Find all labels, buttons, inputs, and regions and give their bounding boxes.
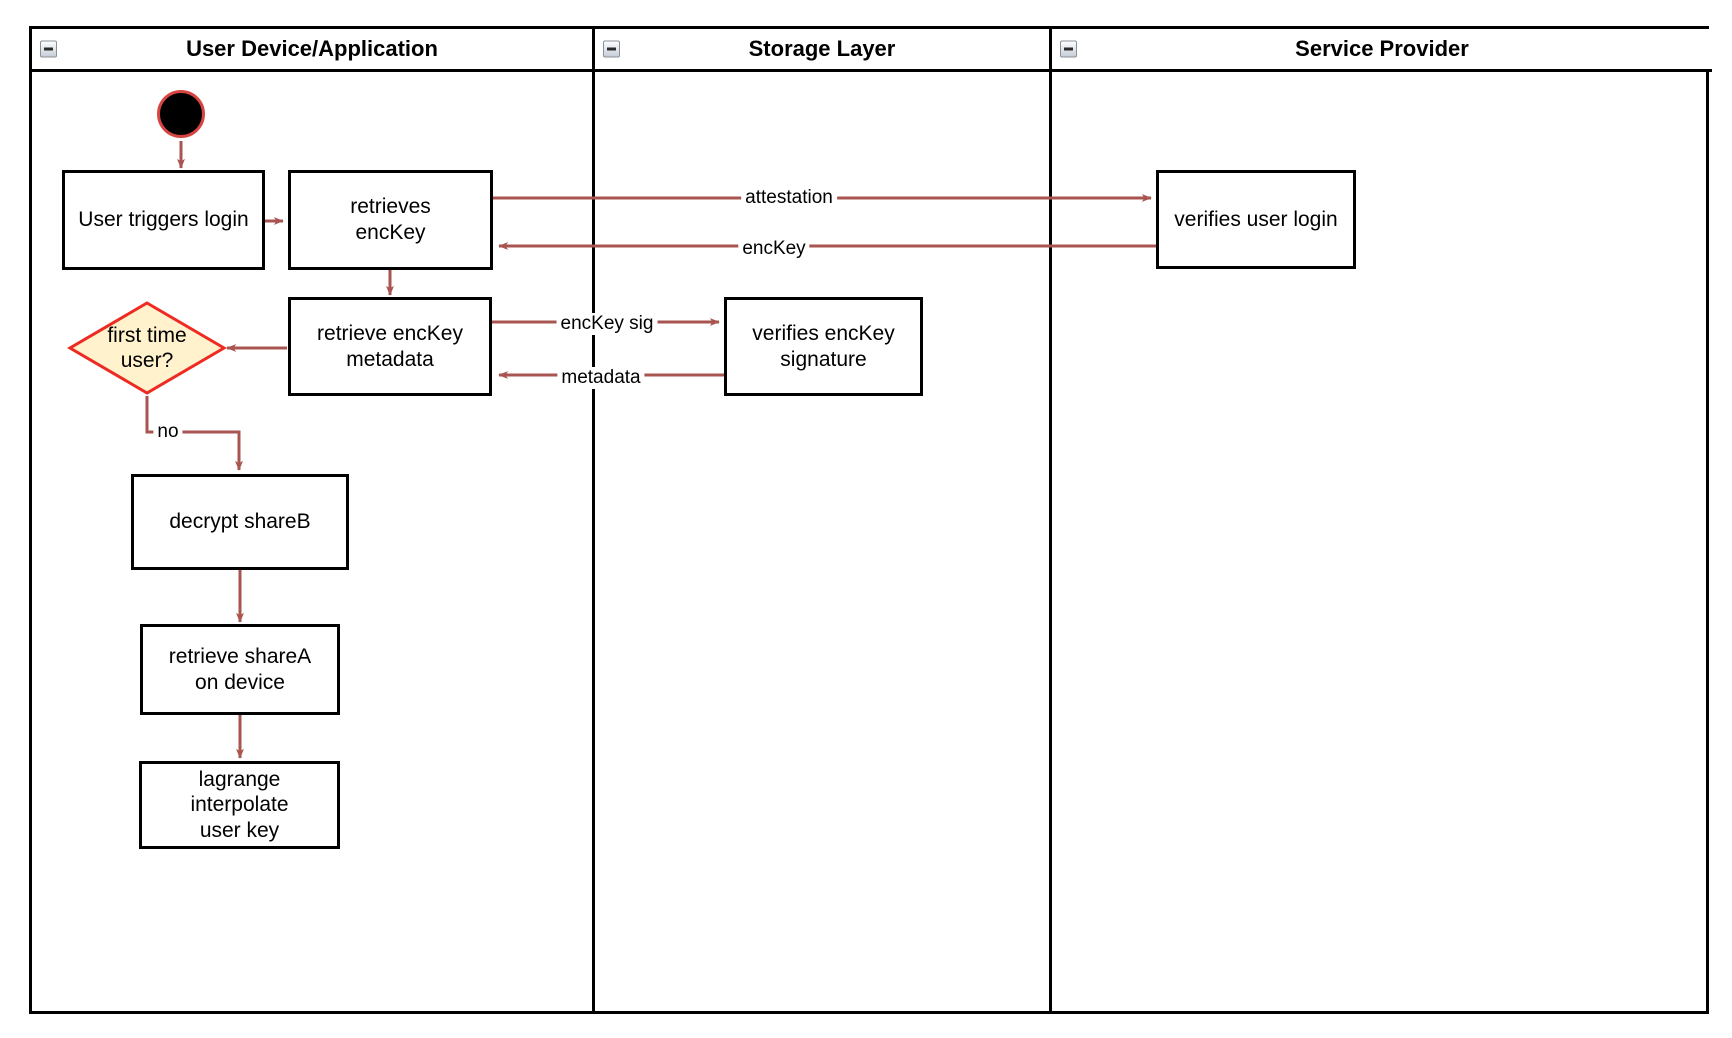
lane-title-user-device: User Device/Application (186, 36, 438, 61)
lane-title-storage-layer: Storage Layer (748, 36, 896, 61)
minus-box-icon[interactable] (1060, 40, 1077, 58)
node-decrypt-shareb[interactable]: decrypt shareB (131, 474, 349, 570)
lane-user-device: User Device/Application (32, 29, 592, 1011)
edge-label-enckey: encKey (738, 238, 810, 260)
minus-box-icon[interactable] (40, 40, 57, 58)
node-verifies-enckey-signature[interactable]: verifies encKey signature (724, 297, 923, 396)
lane-service-provider: Service Provider (1049, 29, 1712, 1011)
lane-header-storage-layer: Storage Layer (595, 29, 1049, 72)
node-first-time-user-label: first time user? (107, 323, 187, 372)
edge-label-no: no (153, 421, 183, 443)
node-verifies-user-login[interactable]: verifies user login (1156, 170, 1356, 269)
lane-title-service-provider: Service Provider (1295, 36, 1469, 61)
lane-body-service-provider (1052, 72, 1712, 1011)
lane-header-user-device: User Device/Application (32, 29, 592, 72)
minus-box-icon[interactable] (603, 40, 620, 58)
node-retrieves-enckey[interactable]: retrieves encKey (288, 170, 493, 270)
lane-header-service-provider: Service Provider (1052, 29, 1712, 72)
edge-label-enckey-sig: encKey sig (556, 313, 658, 335)
lane-storage-layer: Storage Layer (592, 29, 1049, 1011)
node-retrieve-sharea-on-device[interactable]: retrieve shareA on device (140, 624, 340, 715)
node-lagrange-interpolate-user-key[interactable]: lagrange interpolate user key (139, 761, 340, 849)
edge-label-metadata: metadata (557, 367, 645, 389)
node-retrieve-enckey-metadata[interactable]: retrieve encKey metadata (288, 297, 492, 396)
node-first-time-user[interactable]: first time user? (67, 300, 227, 396)
node-user-triggers-login[interactable]: User triggers login (62, 170, 265, 270)
lane-body-storage-layer (595, 72, 1049, 1011)
decision-diamond-shape (67, 301, 227, 395)
edge-label-attestation: attestation (741, 187, 837, 209)
start-node[interactable] (157, 90, 205, 138)
